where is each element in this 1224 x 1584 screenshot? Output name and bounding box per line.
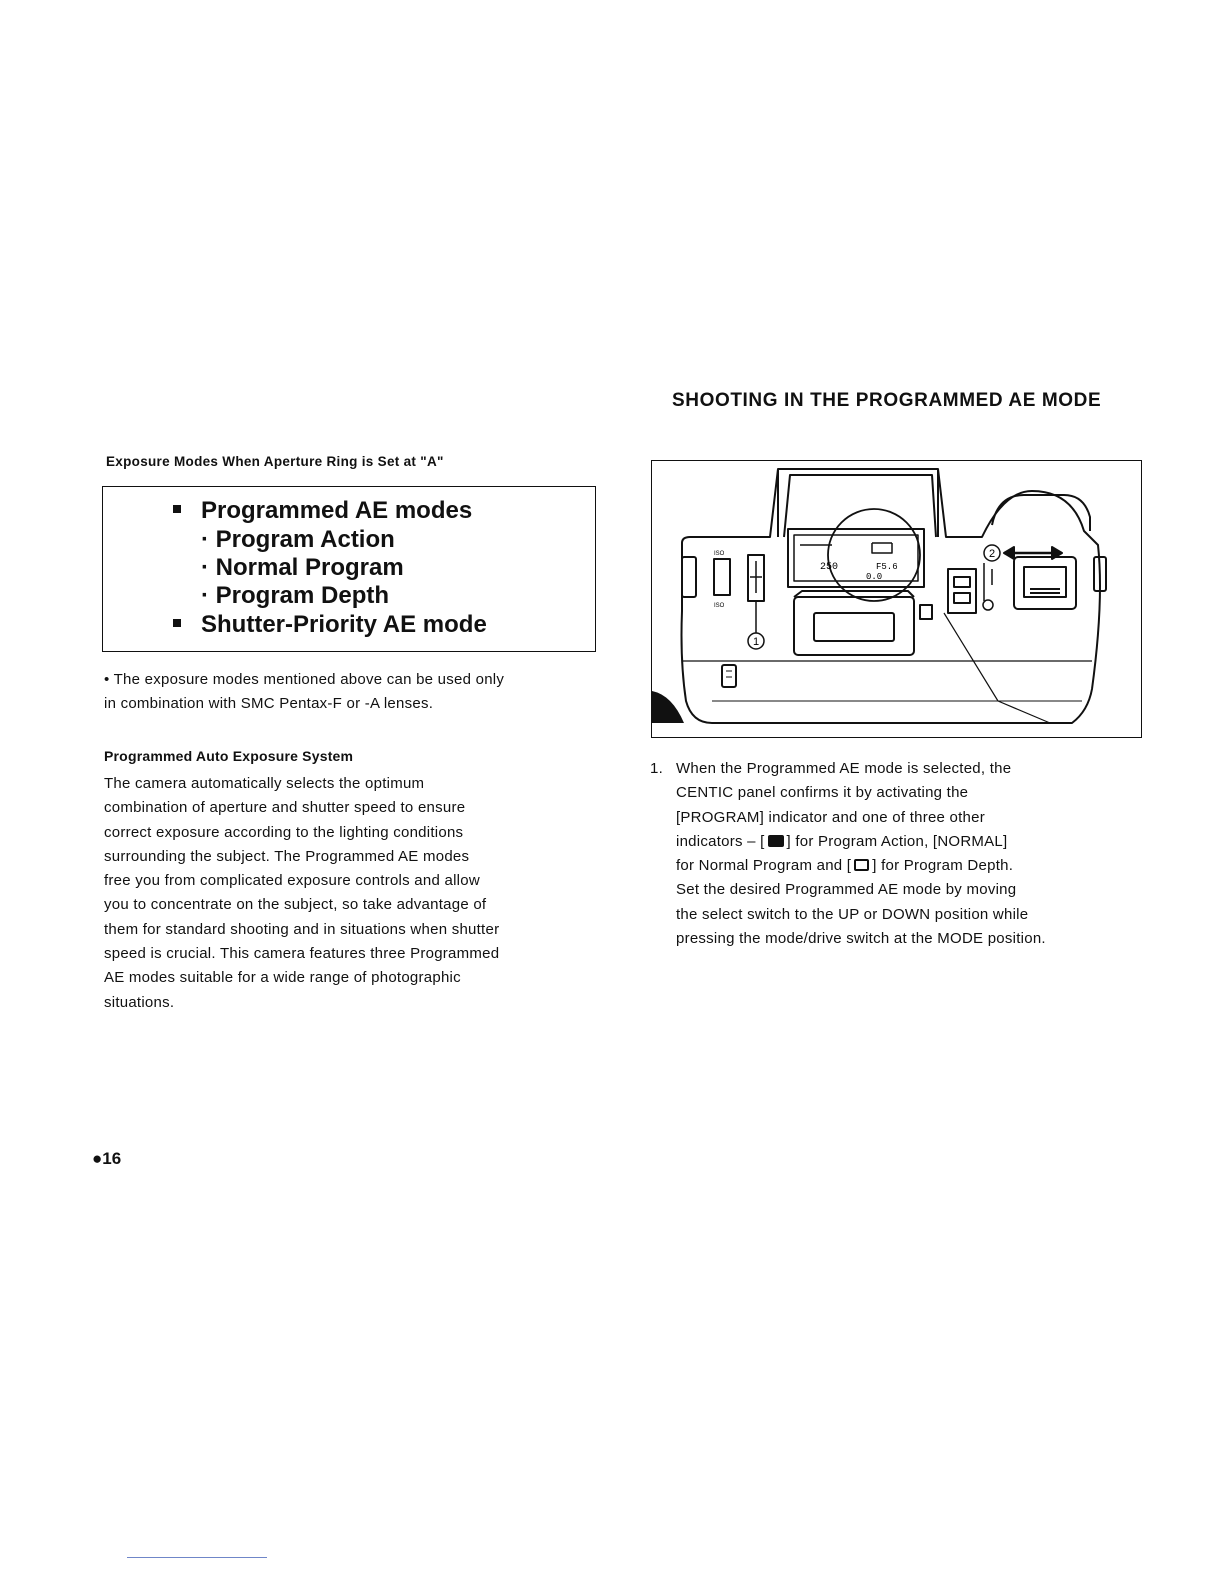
mode-normal-program: · Normal Program <box>201 554 404 581</box>
page-number: ●16 <box>92 1149 122 1168</box>
step-line: When the Programmed AE mode is selected,… <box>676 760 1012 777</box>
dial-label-top: ISO <box>714 551 725 557</box>
lcd-shutter-speed: 250 <box>820 562 838 573</box>
lens-note: • The exposure modes mentioned above can… <box>104 668 504 717</box>
body-line: The camera automatically selects the opt… <box>104 775 425 792</box>
body-line: free you from complicated exposure contr… <box>104 872 480 890</box>
mode-programmed: Programmed AE modes <box>173 497 472 525</box>
lcd-exposure-comp: 0.0 <box>866 572 882 582</box>
mode-shutter-label: Shutter-Priority AE mode <box>201 611 487 638</box>
square-bullet-icon <box>173 618 181 627</box>
mode-program-action: · Program Action <box>201 526 395 553</box>
exposure-modes-heading: Exposure Modes When Aperture Ring is Set… <box>106 454 444 469</box>
camera-illustration: 1 2 250 F5.6 0.0 ISO ISO <box>651 460 1142 738</box>
step-line: for Normal Program and [ ] for Program De… <box>676 854 1046 878</box>
callout-2-label: 2 <box>989 548 995 560</box>
step-line-part: ] for Program Depth. <box>872 857 1014 875</box>
bottom-rule <box>127 1557 267 1558</box>
body-line: AE modes suitable for a wide range of ph… <box>104 969 461 987</box>
step-line: CENTIC panel confirms it by activating t… <box>676 784 969 802</box>
square-bullet-icon <box>173 504 181 513</box>
program-action-icon <box>767 834 784 847</box>
callout-1-label: 1 <box>753 636 759 648</box>
note-line: • The exposure modes mentioned above can… <box>104 671 505 688</box>
step-line: the select switch to the UP or DOWN posi… <box>676 905 1029 923</box>
mode-shutter-priority: Shutter-Priority AE mode <box>173 611 487 639</box>
step-number: 1. <box>650 760 664 777</box>
body-line: you to concentrate on the subject, so ta… <box>104 896 487 914</box>
mode-program-depth: · Program Depth <box>201 582 390 609</box>
step-line: pressing the mode/drive switch at the MO… <box>676 930 1046 948</box>
step-line-part: indicators – [ <box>676 832 765 850</box>
body-line: combination of aperture and shutter spee… <box>104 799 466 817</box>
step-line: [PROGRAM] indicator and one of three oth… <box>676 808 985 826</box>
step-line: indicators – [ ] for Program Action, [NOR… <box>676 830 1046 854</box>
section-heading: SHOOTING IN THE PROGRAMMED AE MODE <box>672 390 1102 411</box>
program-ae-heading: Programmed Auto Exposure System <box>104 748 354 764</box>
program-ae-body: The camera automatically selects the opt… <box>104 772 499 1015</box>
step-line: Set the desired Programmed AE mode by mo… <box>676 881 1017 899</box>
step-line-part: ] for Program Action, [NORMAL] <box>786 832 1008 850</box>
mode-programmed-label: Programmed AE modes <box>201 497 473 524</box>
body-line: surrounding the subject. The Programmed … <box>104 847 470 865</box>
exposure-modes-box: Programmed AE modes · Program Action · N… <box>102 486 596 652</box>
lcd-aperture: F5.6 <box>876 562 898 572</box>
step-line-part: for Normal Program and [ <box>676 857 852 875</box>
camera-top-drawing: 1 2 250 F5.6 0.0 ISO ISO <box>652 468 1107 724</box>
step-1-text: When the Programmed AE mode is selected,… <box>676 757 1046 951</box>
body-line: correct exposure according to the lighti… <box>104 823 464 841</box>
note-line: in combination with SMC Pentax-F or -A l… <box>104 695 434 713</box>
program-depth-icon <box>854 859 870 872</box>
body-line: speed is crucial. This camera features t… <box>104 945 500 963</box>
body-line: situations. <box>104 993 175 1011</box>
dial-label-bottom: ISO <box>714 603 725 609</box>
body-line: them for standard shooting and in situat… <box>104 920 500 938</box>
